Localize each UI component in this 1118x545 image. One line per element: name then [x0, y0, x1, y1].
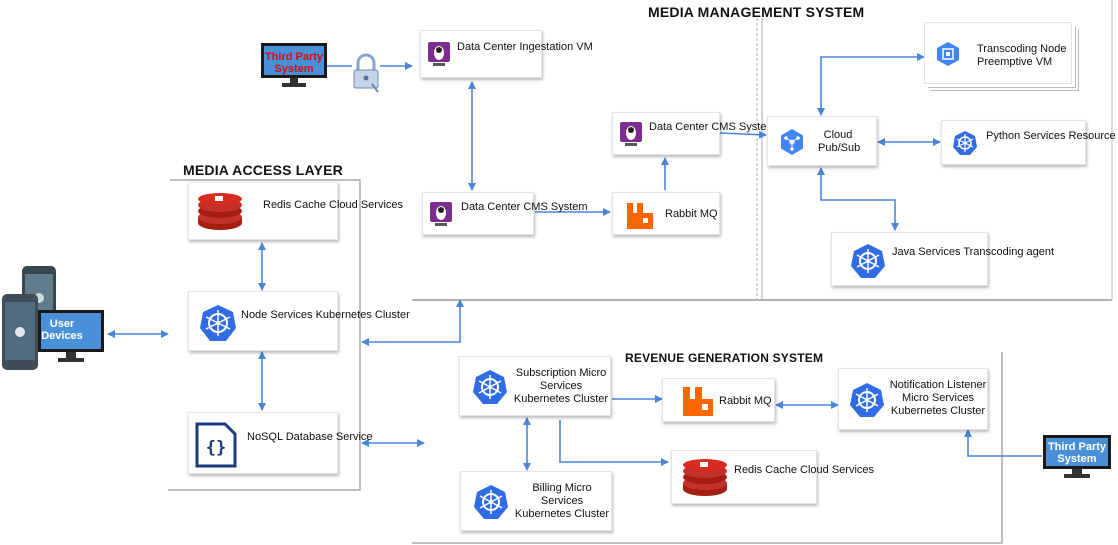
pubsub-icon [781, 129, 803, 155]
vm-linux-icon [620, 122, 642, 146]
subscription-label: Subscription Micro Services Kubernetes C… [513, 367, 609, 405]
java-services-label: Java Services Transcoding agent [892, 246, 1055, 258]
media-access-title: MEDIA ACCESS LAYER [183, 162, 343, 178]
dc-cms-upper[interactable]: Data Center CMS System [612, 112, 776, 155]
dc-ingestation-vm[interactable]: Data Center Ingestation VM [420, 30, 593, 78]
dc-cms-lower[interactable]: Data Center CMS System [422, 192, 588, 235]
kubernetes-icon [473, 370, 507, 404]
cloud-pubsub[interactable]: Cloud Pub/Sub [767, 116, 877, 166]
vm-linux-icon [430, 202, 452, 226]
user-devices-label: User Devices [41, 318, 83, 342]
python-services[interactable]: Python Services Resource manager [941, 120, 1118, 165]
rabbitmq-mms[interactable]: Rabbit MQ [612, 192, 720, 235]
redis-rev-label: Redis Cache Cloud Services [734, 464, 875, 476]
monitor-icon [261, 43, 327, 87]
rabbitmq-icon [683, 387, 713, 416]
third-party-monitor-right[interactable]: Third Party System [1042, 434, 1114, 480]
lock-icon [350, 52, 380, 94]
third-party-label-top: Third Party System [264, 51, 324, 75]
redis-access-label: Redis Cache Cloud Services [263, 199, 404, 211]
kubernetes-icon [953, 131, 977, 155]
notification-label: Notification Listener Micro Services Kub… [889, 379, 987, 417]
rabbitmq-rev-label: Rabbit MQ [719, 395, 772, 407]
notification-listener[interactable]: Notification Listener Micro Services Kub… [838, 368, 988, 430]
transcoding-node[interactable]: Transcoding Node Preemptive VM [924, 22, 1072, 84]
dc-cms-lower-label: Data Center CMS System [461, 201, 588, 213]
redis-icon [683, 459, 727, 496]
svg-text:{}: {} [206, 438, 226, 458]
cloud-pubsub-label: Cloud Pub/Sub [818, 129, 861, 154]
monitor-icon [1043, 435, 1111, 478]
node-services-label: Node Services Kubernetes Cluster [241, 309, 410, 321]
compute-engine-icon [937, 42, 959, 66]
rabbitmq-mms-label: Rabbit MQ [665, 208, 718, 220]
redis-icon [198, 193, 242, 230]
devices-icon [2, 266, 104, 370]
third-party-label-right: Third Party System [1047, 441, 1107, 465]
kubernetes-icon [851, 244, 885, 278]
billing-label: Billing Micro Services Kubernetes Cluste… [514, 482, 610, 520]
python-services-label: Python Services Resource manager [986, 130, 1118, 142]
vm-linux-icon [428, 42, 450, 66]
nosql-icon: {} [195, 422, 237, 468]
billing-services[interactable]: Billing Micro Services Kubernetes Cluste… [460, 471, 612, 531]
rabbitmq-rev[interactable]: Rabbit MQ [662, 378, 775, 422]
user-devices[interactable]: User Devices [0, 262, 110, 372]
dc-ingestation-label: Data Center Ingestation VM [457, 41, 593, 53]
nosql-label: NoSQL Database Service [247, 431, 373, 443]
kubernetes-icon [474, 485, 508, 519]
revenue-title: REVENUE GENERATION SYSTEM [625, 351, 824, 365]
redis-access[interactable]: Redis Cache Cloud Services [188, 182, 404, 240]
transcoding-node-label: Transcoding Node Preemptive VM [977, 43, 1067, 68]
java-services[interactable]: Java Services Transcoding agent [831, 232, 1055, 286]
kubernetes-icon [850, 383, 884, 417]
dc-cms-upper-label: Data Center CMS System [649, 121, 776, 133]
media-management-title: MEDIA MANAGEMENT SYSTEM [648, 4, 865, 20]
subscription-services[interactable]: Subscription Micro Services Kubernetes C… [459, 356, 611, 416]
kubernetes-icon [200, 305, 236, 341]
node-services[interactable]: Node Services Kubernetes Cluster [188, 291, 410, 351]
rabbitmq-icon [627, 203, 653, 229]
redis-rev[interactable]: Redis Cache Cloud Services [671, 450, 875, 504]
nosql-db[interactable]: {} NoSQL Database Service [188, 412, 373, 474]
third-party-monitor-top[interactable]: Third Party System [260, 42, 330, 90]
